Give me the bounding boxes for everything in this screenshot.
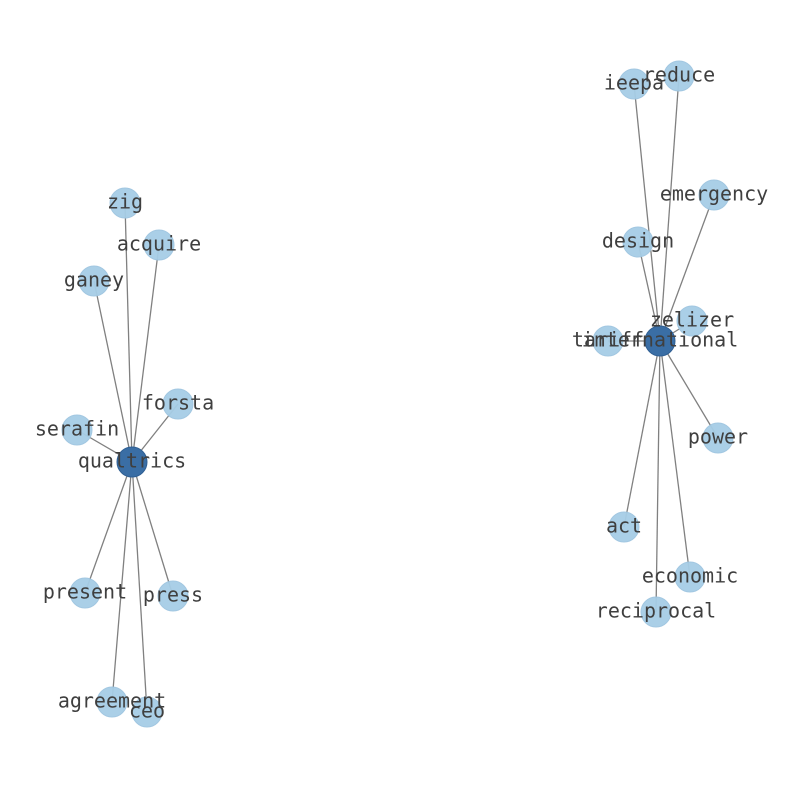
- node-label-ganey: ganey: [64, 268, 124, 292]
- node-ceo: [131, 696, 163, 728]
- node-label-acquire: acquire: [117, 232, 201, 256]
- edge-qualtrics-agreement: [111, 461, 133, 703]
- node-zelizer: [676, 305, 708, 337]
- edge-international-act: [623, 340, 661, 528]
- node-label-reduce: reduce: [643, 63, 715, 87]
- node-press: [157, 580, 189, 612]
- node-ieepa: [618, 68, 650, 100]
- edge-international-ieepa: [633, 83, 661, 342]
- node-serafin: [61, 414, 93, 446]
- edge-qualtrics-acquire: [131, 244, 160, 463]
- node-label-agreement: agreement: [58, 689, 166, 713]
- node-label-serafin: serafin: [35, 417, 119, 441]
- node-label-qualtrics: qualtrics: [78, 449, 186, 473]
- node-label-forsta: forsta: [142, 391, 214, 415]
- edge-international-power: [659, 340, 719, 439]
- node-ganey: [78, 265, 110, 297]
- node-design: [622, 226, 654, 258]
- edge-qualtrics-ganey: [93, 280, 133, 463]
- node-label-press: press: [143, 583, 203, 607]
- node-label-zelizer: zelizer: [650, 308, 734, 332]
- node-label-international: international: [582, 328, 739, 352]
- edge-international-economic: [659, 340, 691, 578]
- node-reciprocal: [640, 596, 672, 628]
- node-label-reciprocal: reciprocal: [596, 599, 716, 623]
- edge-international-design: [637, 241, 661, 342]
- node-emergency: [698, 179, 730, 211]
- node-label-economic: economic: [642, 564, 738, 588]
- node-acquire: [143, 229, 175, 261]
- node-economic: [674, 561, 706, 593]
- node-label-present: present: [43, 580, 127, 604]
- node-zig: [109, 187, 141, 219]
- node-label-emergency: emergency: [660, 182, 768, 206]
- node-label-zig: zig: [107, 190, 143, 214]
- node-power: [702, 422, 734, 454]
- edge-international-reciprocal: [655, 340, 661, 613]
- node-tariff: [592, 325, 624, 357]
- edge-qualtrics-press: [131, 461, 174, 597]
- node-label-design: design: [602, 229, 674, 253]
- node-label-tariff: tariff: [572, 328, 644, 352]
- node-agreement: [96, 686, 128, 718]
- labels-layer: qualtrics zig acquire ganey forsta serafin pre…: [35, 63, 768, 723]
- node-label-ieepa: ieepa: [604, 71, 664, 95]
- node-reduce: [663, 60, 695, 92]
- nodes-layer: [61, 60, 734, 728]
- edge-qualtrics-present: [84, 461, 133, 594]
- edge-qualtrics-ceo: [131, 461, 148, 713]
- node-label-power: power: [688, 425, 748, 449]
- edge-qualtrics-zig: [124, 202, 133, 463]
- edge-international-emergency: [659, 194, 715, 342]
- node-international: [644, 325, 676, 357]
- node-present: [69, 577, 101, 609]
- node-qualtrics: [116, 446, 148, 478]
- node-label-act: act: [606, 514, 642, 538]
- node-label-ceo: ceo: [129, 699, 165, 723]
- edge-international-reduce: [659, 75, 680, 342]
- node-act: [608, 511, 640, 543]
- node-forsta: [162, 388, 194, 420]
